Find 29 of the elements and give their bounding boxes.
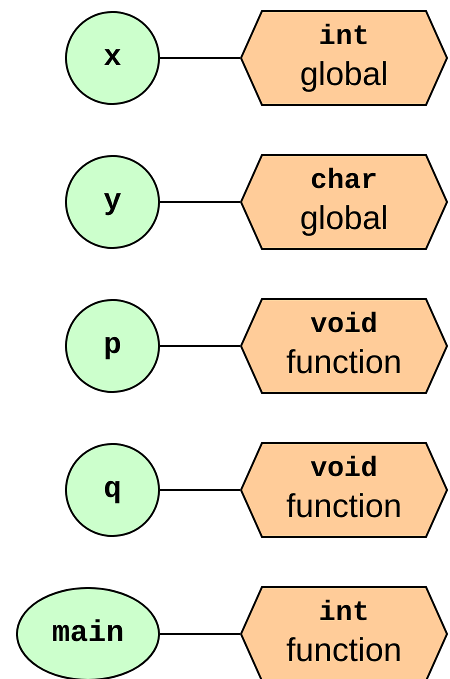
variable-circle: [65, 11, 160, 105]
connector-line: [160, 57, 240, 59]
variable-circle: [65, 299, 160, 393]
type-name: int: [318, 598, 370, 630]
scope-label: function: [286, 630, 402, 670]
scope-label: function: [286, 342, 402, 382]
type-hexagon: [240, 298, 448, 394]
variable-name: p: [103, 329, 122, 363]
type-name: void: [310, 454, 378, 486]
variable-name: y: [103, 185, 122, 219]
type-name: char: [310, 166, 378, 198]
type-hexagon: [240, 154, 448, 250]
type-hexagon: [240, 586, 448, 679]
scope-label: global: [300, 54, 388, 94]
type-hexagon: [240, 442, 448, 538]
type-name: void: [310, 310, 378, 342]
variable-name: x: [103, 41, 122, 75]
variable-name: q: [103, 473, 122, 507]
connector-line: [160, 633, 240, 635]
connector-line: [160, 489, 240, 491]
scope-label: function: [286, 486, 402, 526]
type-name: int: [318, 22, 370, 54]
variable-name: main: [52, 617, 124, 651]
variable-circle: [65, 155, 160, 249]
variable-circle: [65, 443, 160, 537]
scope-label: global: [300, 198, 388, 238]
connector-line: [160, 345, 240, 347]
type-hexagon: [240, 10, 448, 106]
connector-line: [160, 201, 240, 203]
